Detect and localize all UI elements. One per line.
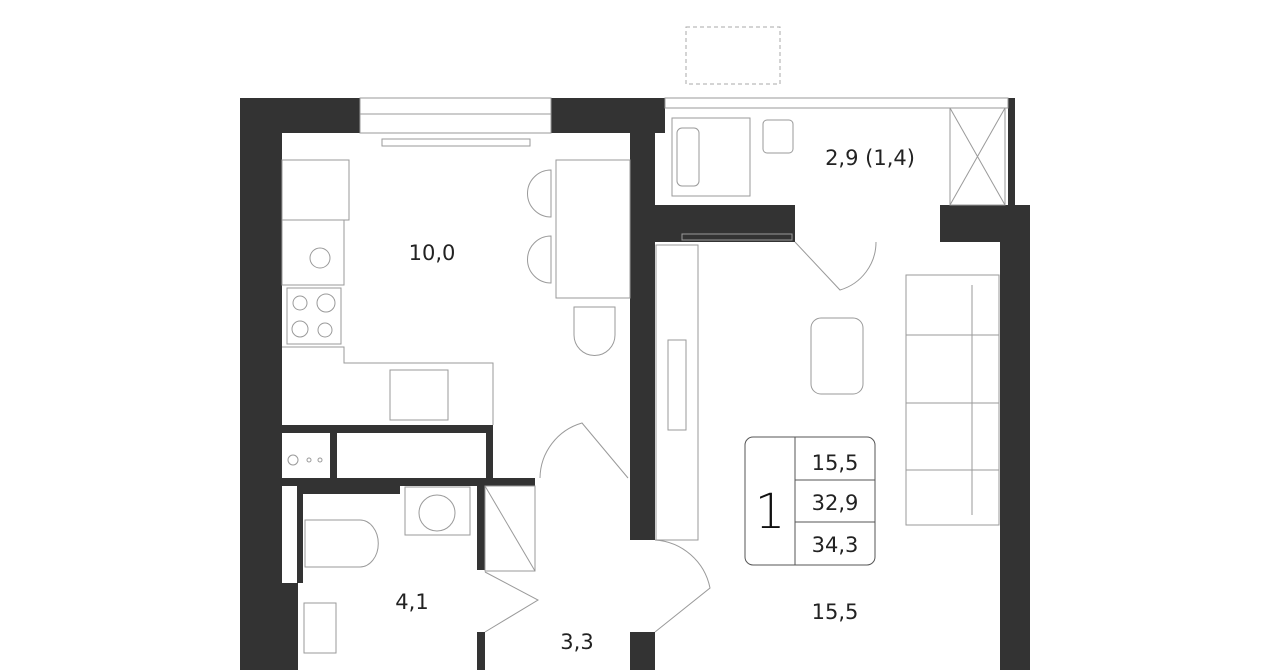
fridge (281, 159, 350, 221)
room-area-living-room: 15,5 (812, 600, 859, 624)
room-area-bathroom: 4,1 (395, 590, 428, 614)
closet (484, 485, 536, 572)
balcony-storage (949, 107, 1006, 206)
sofa (905, 274, 1000, 526)
radiator (381, 138, 531, 147)
chair (527, 169, 552, 218)
window-projection (685, 26, 781, 85)
dishwasher (281, 219, 345, 286)
living-door (654, 539, 711, 633)
radiator (681, 233, 793, 241)
coffee-table (810, 317, 864, 395)
room-area-kitchen: 10,0 (409, 241, 456, 265)
bathroom-door (484, 571, 540, 633)
walls (240, 98, 1030, 670)
total-area: 32,9 (812, 491, 859, 515)
dining-table (555, 159, 631, 299)
chair (573, 306, 616, 356)
fixtures (281, 97, 1009, 654)
room-area-balcony: 2,9 (1,4) (825, 146, 915, 170)
room-area-hallway: 3,3 (560, 630, 593, 654)
total-area-with-balcony: 34,3 (812, 533, 859, 557)
balcony-glazing (664, 97, 1009, 109)
washbasin (303, 602, 337, 654)
living-area: 15,5 (812, 451, 859, 475)
apartment-summary: 1 15,5 32,9 34,3 (744, 436, 876, 566)
chair (527, 235, 552, 284)
kitchen-door (539, 422, 629, 479)
toilet (304, 519, 379, 568)
balcony-door (794, 241, 877, 291)
sink (389, 369, 449, 421)
cooktop (286, 287, 342, 345)
wardrobe (655, 244, 699, 541)
kitchen-window (359, 97, 552, 134)
washing-machine (404, 486, 471, 536)
rooms-count: 1 (755, 484, 786, 540)
side-table (762, 119, 794, 154)
armchair (671, 117, 751, 197)
